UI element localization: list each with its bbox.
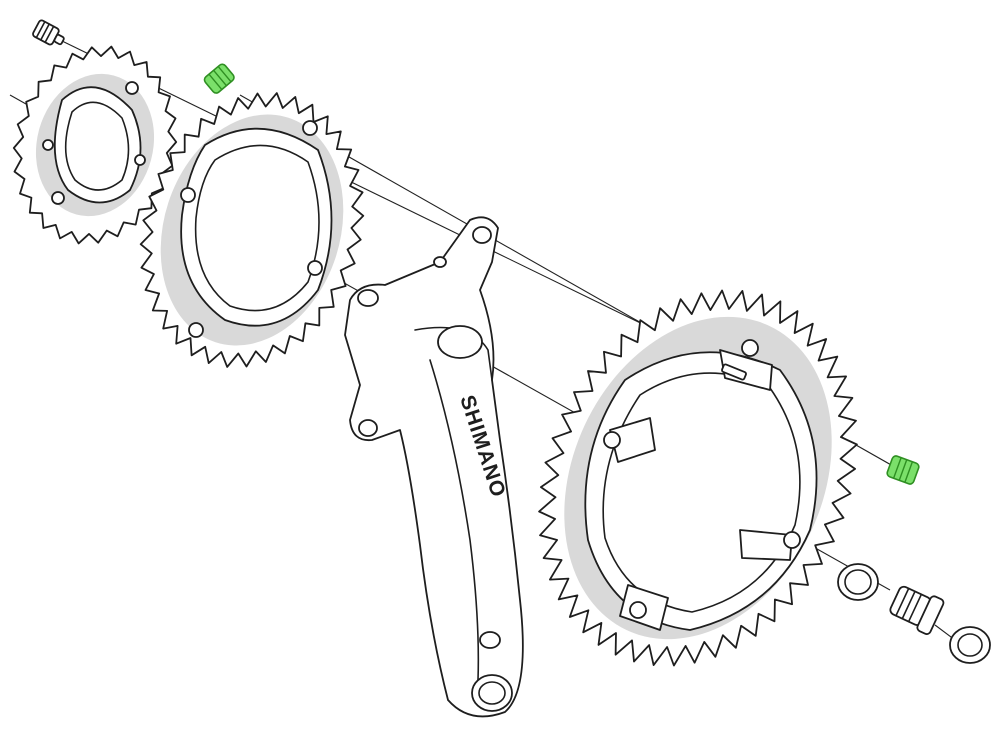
large-chainring-nut [886,455,920,485]
middle-chainring [139,92,365,368]
small-chainring [12,45,178,245]
outer-washer [949,626,991,664]
small-chainring-bolt [32,19,65,46]
washer-ring [837,563,879,601]
large-chainring [538,289,858,667]
crank-arm: SHIMANO [344,216,524,718]
middle-chainring-nut [203,63,235,94]
crank-fixing-bolt [889,585,945,635]
